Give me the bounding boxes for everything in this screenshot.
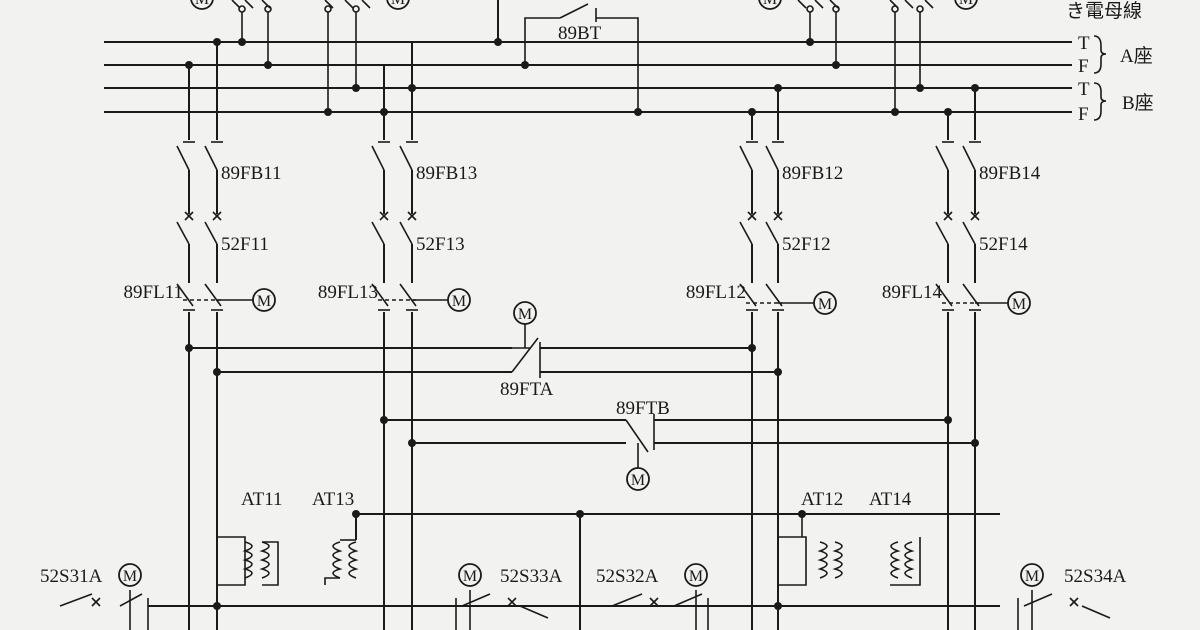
- label-89fta: 89FTA: [500, 379, 554, 400]
- label-52s31a: 52S31A: [40, 566, 103, 587]
- svg-text:M: M: [452, 293, 466, 310]
- tie-89fta: 89FTA: [185, 324, 782, 400]
- label-52s33a: 52S33A: [500, 566, 563, 587]
- bus-a-brace: [1093, 35, 1107, 74]
- svg-text:M: M: [689, 568, 703, 585]
- svg-text:M: M: [123, 568, 137, 585]
- tie-89ftb: 89FTB: [380, 398, 979, 468]
- svg-text:M: M: [631, 472, 645, 489]
- bus-a-name: A座: [1120, 45, 1153, 67]
- motor-89fta: M: [513, 301, 537, 325]
- bus-b-brace: [1093, 82, 1107, 121]
- label-at13: AT13: [312, 489, 354, 510]
- transformer-group-left: AT11 AT13: [217, 489, 1000, 586]
- label-52s32a: 52S32A: [596, 566, 659, 587]
- label-52s34a: 52S34A: [1064, 566, 1127, 587]
- label-89ftb: 89FTB: [616, 398, 670, 419]
- label-breaker-4: 52F14: [979, 234, 1028, 255]
- bus-b-name: B座: [1122, 92, 1154, 114]
- bus-title: き電母線: [1066, 0, 1142, 22]
- svg-text:M: M: [195, 0, 209, 8]
- svg-text:M: M: [391, 0, 405, 8]
- svg-text:M: M: [1025, 568, 1039, 585]
- label-at14: AT14: [869, 489, 912, 510]
- motor-89ftb: M: [626, 467, 650, 491]
- label-line-switch-1: 89FL11: [124, 282, 183, 303]
- motor-feeder-2: M: [447, 288, 471, 312]
- svg-text:M: M: [959, 0, 973, 8]
- bus-a-f-label: F: [1078, 56, 1089, 77]
- label-disconnector-2: 89FB13: [416, 163, 477, 184]
- label-breaker-1: 52F11: [221, 234, 269, 255]
- top-motor-right-1: M: [758, 0, 782, 10]
- label-at11: AT11: [241, 489, 283, 510]
- bus-junctions: [185, 38, 979, 116]
- bus-bars: [104, 41, 1072, 113]
- motor-52s32a: M: [684, 563, 708, 587]
- svg-text:M: M: [518, 306, 532, 323]
- svg-text:M: M: [463, 568, 477, 585]
- label-disconnector-1: 89FB11: [221, 163, 282, 184]
- motor-feeder-1: M: [252, 288, 276, 312]
- coil-at12: [817, 541, 828, 579]
- label-breaker-3: 52F12: [782, 234, 831, 255]
- top-motor-left-1: M: [190, 0, 214, 10]
- top-motor-left-2: M: [386, 0, 410, 10]
- feeder-3: M 89FB12 52F12 89FL12: [686, 88, 843, 630]
- coil-at13: [332, 541, 343, 579]
- label-line-switch-3: 89FL12: [686, 282, 746, 303]
- bus-b-f-label: F: [1078, 104, 1089, 125]
- bus-tie-89bt: 89BT: [497, 0, 639, 112]
- motor-feeder-4: M: [1007, 291, 1031, 315]
- label-line-switch-4: 89FL14: [882, 282, 943, 303]
- feeder-4: M 89FB14 52F14 89FL14: [882, 88, 1041, 630]
- bottom-sections: 52S31A 52S33A 52S32A 52S34A: [40, 566, 1127, 630]
- coil-at11: [242, 541, 253, 579]
- label-disconnector-4: 89FB14: [979, 163, 1041, 184]
- transformer-group-right: AT12 AT14: [576, 489, 921, 630]
- svg-text:M: M: [1012, 296, 1026, 313]
- top-switches: [231, 0, 934, 112]
- bus-a-t-label: T: [1078, 33, 1090, 54]
- label-line-switch-2: 89FL13: [318, 282, 378, 303]
- feeder-1: M 89FB11 52F11 89FL11: [124, 42, 282, 630]
- svg-text:M: M: [763, 0, 777, 8]
- top-motor-right-2: M: [954, 0, 978, 10]
- motor-52s33a: M: [458, 563, 482, 587]
- motor-52s31a: M: [118, 563, 142, 587]
- motor-52s34a: M: [1020, 563, 1044, 587]
- svg-text:M: M: [257, 293, 271, 310]
- motor-feeder-3: M: [813, 291, 837, 315]
- label-at12: AT12: [801, 489, 843, 510]
- bus-b-t-label: T: [1078, 79, 1090, 100]
- label-89bt: 89BT: [558, 23, 602, 44]
- coil-at14: [890, 541, 901, 579]
- svg-text:M: M: [818, 296, 832, 313]
- feeder-2: M 89FB13 52F13 89FL13: [318, 42, 477, 630]
- label-disconnector-3: 89FB12: [782, 163, 843, 184]
- label-breaker-2: 52F13: [416, 234, 465, 255]
